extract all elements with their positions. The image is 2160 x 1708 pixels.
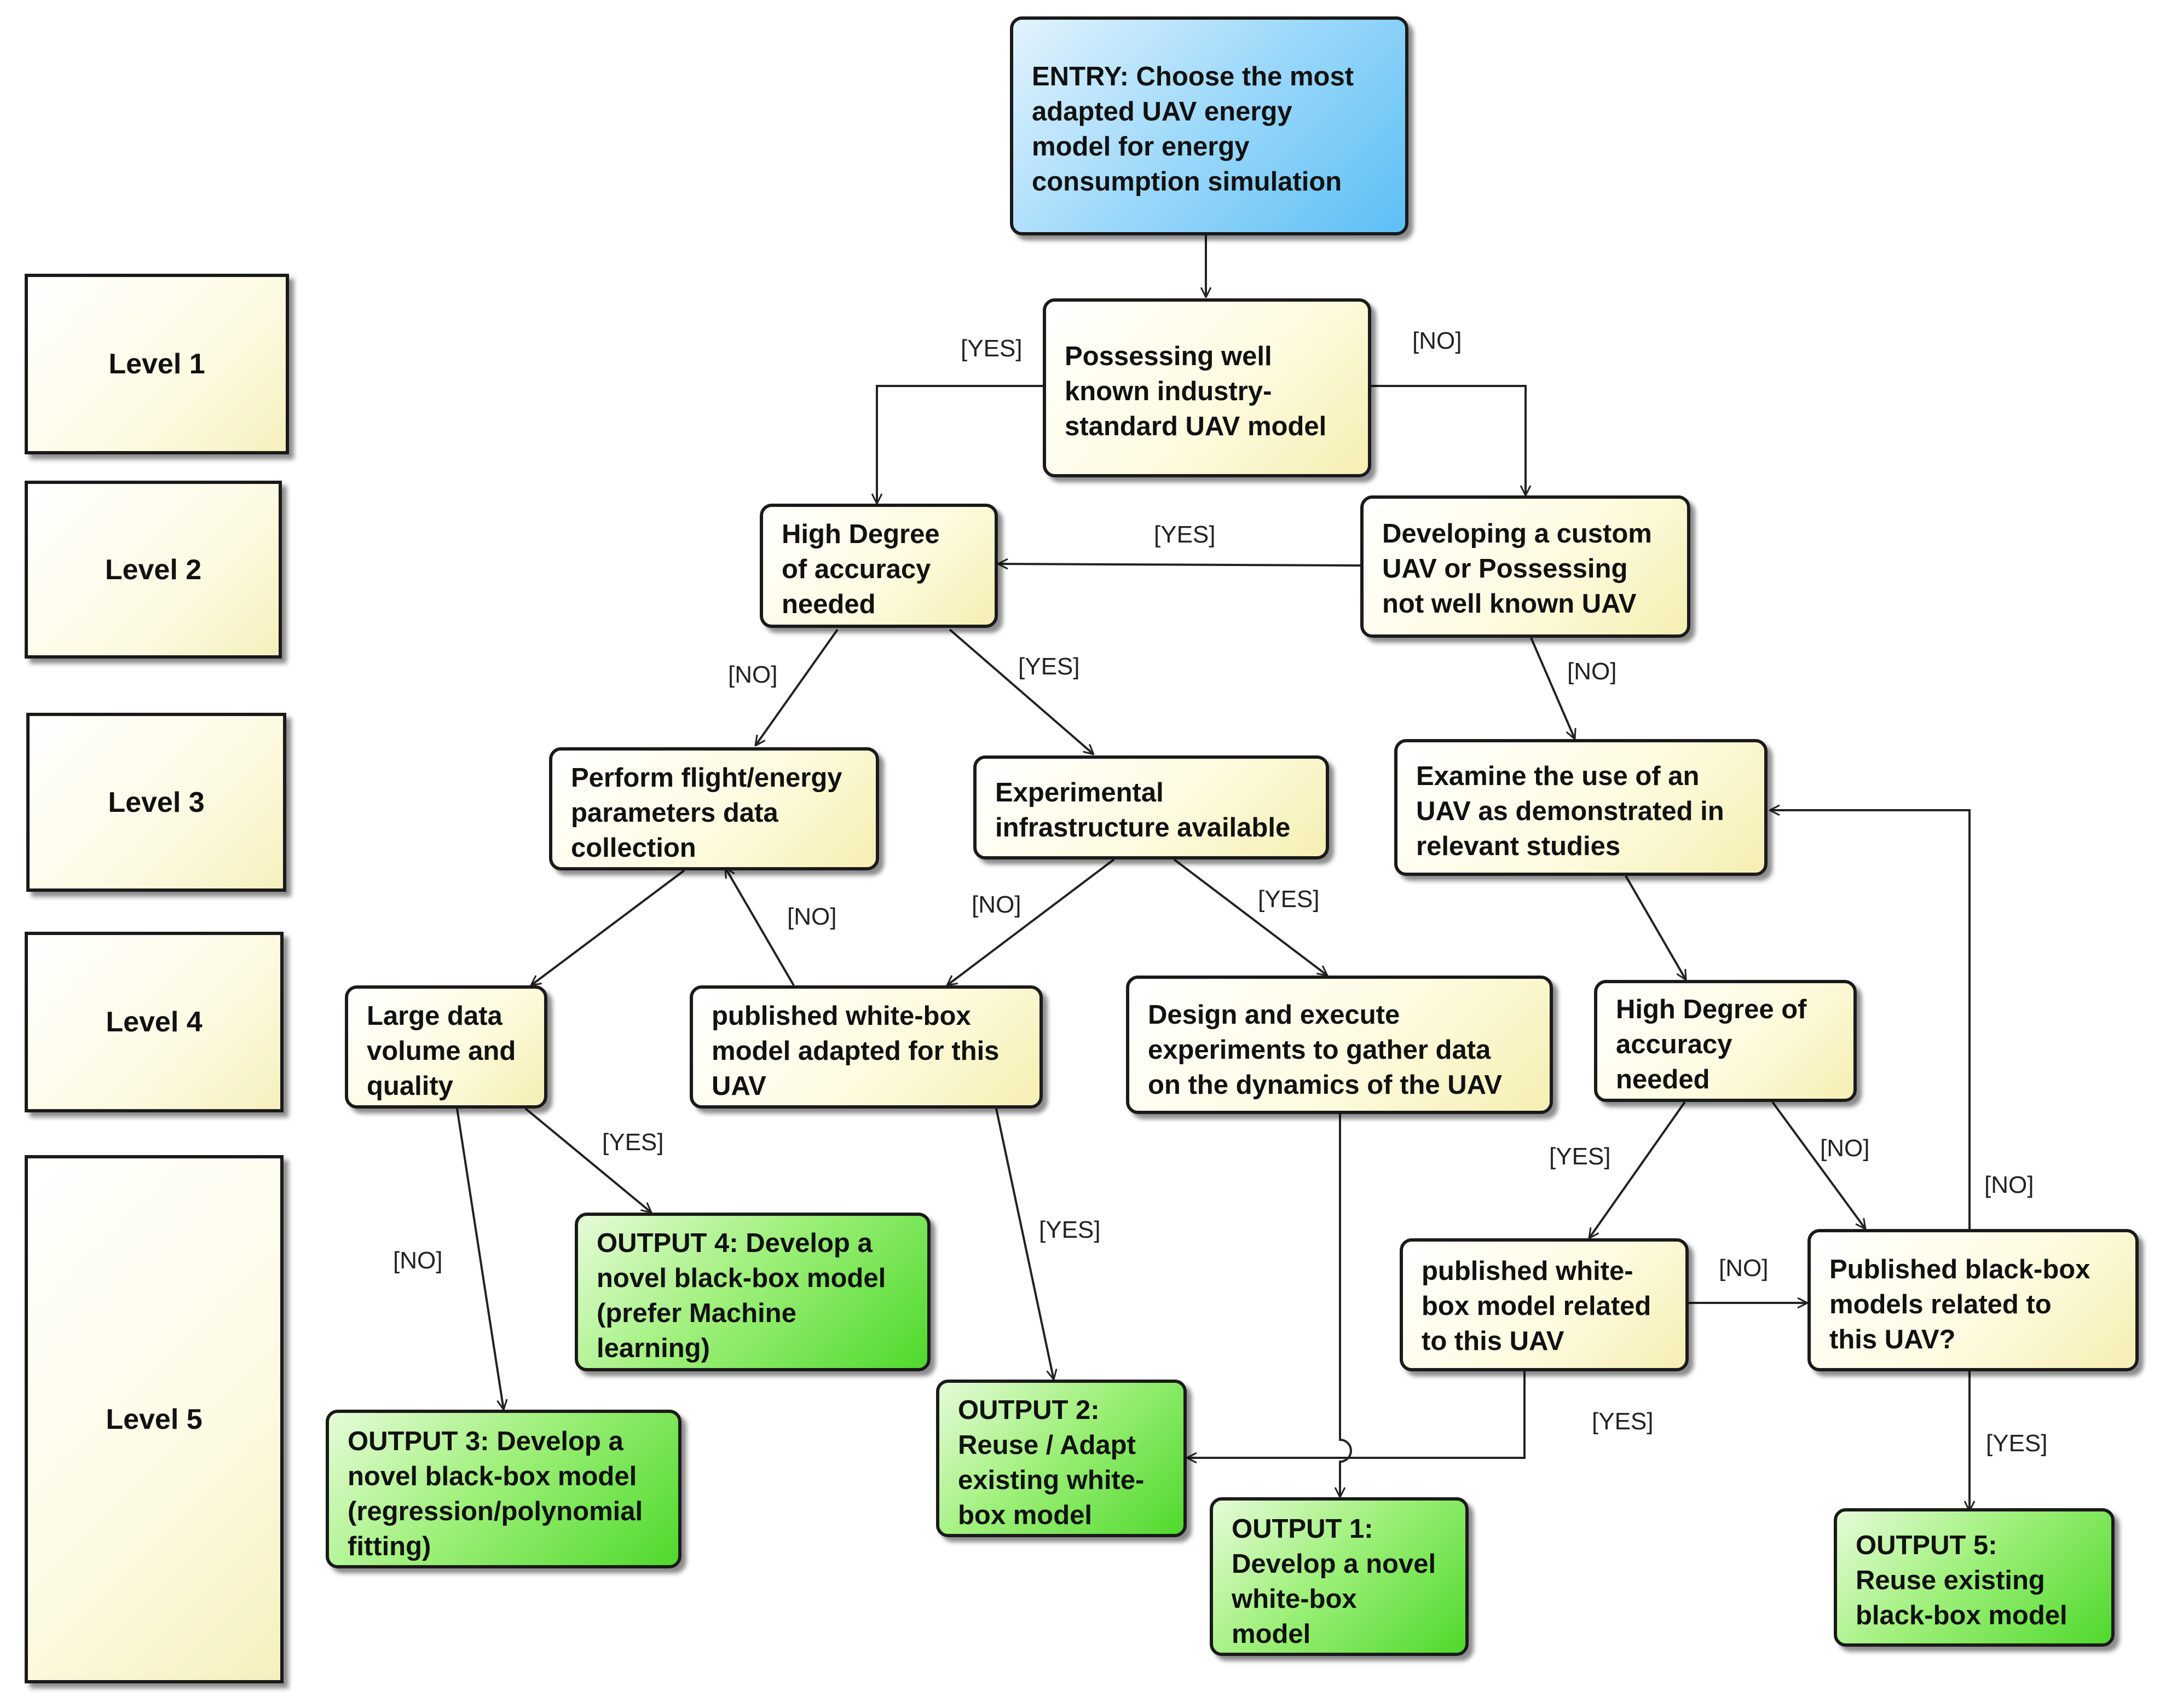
edge-label-ld-yes: [YES]	[602, 1129, 664, 1156]
edge-label-exp-no: [NO]	[972, 891, 1021, 918]
level-4: Level 4	[25, 932, 284, 1112]
decision-published-whitebox-related: published white- box model related to th…	[1400, 1238, 1689, 1371]
developing-custom-text: Developing a custom UAV or Possessing no…	[1382, 519, 1652, 619]
output-2-node: OUTPUT 2: Reuse / Adapt existing white- …	[936, 1380, 1187, 1537]
edge-whitebox-no	[724, 868, 795, 986]
high-accuracy-2-text: High Degree of accuracy needed	[1616, 995, 1807, 1094]
output-1-node: OUTPUT 1: Develop a novel white-box mode…	[1210, 1497, 1469, 1656]
edge-highacc1-no	[755, 628, 839, 746]
edge-blackbox-no	[1770, 810, 1971, 1229]
edge-largedata-yes	[524, 1107, 651, 1213]
edge-label-wba-yes: [YES]	[1039, 1216, 1101, 1243]
published-blackbox-text: Published black-box models related to th…	[1829, 1255, 2090, 1354]
output-2-text: OUTPUT 2: Reuse / Adapt existing white- …	[958, 1395, 1145, 1530]
level-3: Level 3	[26, 713, 286, 892]
level-5: Level 5	[25, 1155, 284, 1683]
edge-label-ha2-yes: [YES]	[1549, 1143, 1611, 1170]
edge-experimental-no	[947, 858, 1115, 985]
edge-examine-highacc2	[1625, 875, 1687, 980]
step-perform-data-collection: Perform flight/energy parameters data co…	[549, 747, 879, 870]
possessing-text: Possessing well known industry- standard…	[1065, 342, 1327, 441]
edge-label-ld-no: [NO]	[393, 1247, 443, 1274]
level-4-label: Level 4	[106, 1006, 203, 1038]
edge-design-output1	[1340, 1114, 1352, 1497]
step-design-experiments: Design and execute experiments to gather…	[1126, 976, 1553, 1114]
decision-large-data: Large data volume and quality	[345, 985, 547, 1109]
edge-possessing-no	[1371, 385, 1526, 495]
published-whitebox-related-text: published white- box model related to th…	[1422, 1256, 1651, 1356]
edge-largedata-no	[456, 1108, 504, 1410]
level-1-label: Level 1	[108, 348, 205, 380]
decision-high-accuracy-2: High Degree of accuracy needed	[1594, 980, 1857, 1102]
edge-label-ha1-yes: [YES]	[1018, 653, 1080, 680]
edge-label-dev-no: [NO]	[1567, 658, 1617, 685]
decision-published-whitebox-adapted: published white-box model adapted for th…	[690, 985, 1043, 1109]
output-1-text: OUTPUT 1: Develop a novel white-box mode…	[1232, 1514, 1436, 1649]
edge-experimental-yes	[1173, 858, 1327, 976]
level-2: Level 2	[25, 481, 282, 659]
edge-label-exp-yes: [YES]	[1258, 886, 1320, 913]
output-5-text: OUTPUT 5: Reuse existing black-box model	[1856, 1531, 2067, 1630]
output-3-node: OUTPUT 3: Develop a novel black-box mode…	[326, 1410, 682, 1568]
decision-high-accuracy-1: High Degree of accuracy needed	[760, 504, 998, 628]
level-2-label: Level 2	[105, 553, 202, 586]
decision-developing-custom-uav: Developing a custom UAV or Possessing no…	[1360, 495, 1690, 638]
edge-perform-largedata	[531, 869, 685, 985]
published-whitebox-adapted-text: published white-box model adapted for th…	[712, 1001, 1000, 1101]
edge-label-ha2-no: [NO]	[1820, 1135, 1870, 1162]
output-4-node: OUTPUT 4: Develop a novel black-box mode…	[575, 1213, 931, 1371]
edge-label-wbr-no: [NO]	[1719, 1255, 1769, 1282]
output-5-node: OUTPUT 5: Reuse existing black-box model	[1834, 1508, 2115, 1647]
entry-text: ENTRY: Choose the most adapted UAV energ…	[1032, 62, 1354, 197]
edge-label-dev-yes: [YES]	[1154, 521, 1216, 548]
entry-node: ENTRY: Choose the most adapted UAV energ…	[1010, 16, 1408, 235]
edge-label-wbr-yes: [YES]	[1592, 1408, 1654, 1435]
edge-label-wb-no: [NO]	[787, 903, 837, 930]
examine-use-text: Examine the use of an UAV as demonstrate…	[1416, 761, 1724, 861]
large-data-text: Large data volume and quality	[367, 1001, 516, 1101]
experimental-infra-text: Experimental infrastructure available	[995, 778, 1291, 843]
output-4-text: OUTPUT 4: Develop a novel black-box mode…	[597, 1228, 886, 1363]
edge-label-pbb-no: [NO]	[1984, 1172, 2034, 1198]
step-examine-uav-use: Examine the use of an UAV as demonstrate…	[1394, 739, 1768, 876]
level-1: Level 1	[25, 274, 289, 454]
edge-developing-no	[1530, 637, 1575, 739]
output-3-text: OUTPUT 3: Develop a novel black-box mode…	[348, 1427, 643, 1561]
decision-published-blackbox: Published black-box models related to th…	[1807, 1229, 2139, 1371]
edge-label-l1-yes: [YES]	[961, 335, 1023, 362]
perform-collection-text: Perform flight/energy parameters data co…	[571, 763, 842, 863]
decision-experimental-infrastructure: Experimental infrastructure available	[973, 755, 1329, 859]
edge-label-pbb-yes: [YES]	[1986, 1430, 2048, 1457]
edge-highacc1-yes	[949, 628, 1094, 754]
design-experiments-text: Design and execute experiments to gather…	[1148, 1000, 1503, 1100]
edge-wbrelated-yes	[1187, 1371, 1526, 1458]
high-accuracy-1-text: High Degree of accuracy needed	[782, 520, 940, 619]
edge-label-l1-no: [NO]	[1412, 327, 1462, 354]
edge-developing-yes	[998, 564, 1361, 566]
edge-highacc2-yes	[1589, 1101, 1686, 1238]
edge-highacc2-no	[1771, 1101, 1866, 1229]
edge-whitebox-yes	[995, 1108, 1054, 1380]
level-5-label: Level 5	[106, 1403, 203, 1435]
edge-label-ha1-no: [NO]	[728, 661, 778, 688]
edge-possessing-yes	[877, 385, 1043, 504]
level-3-label: Level 3	[108, 786, 205, 818]
decision-possessing-standard-model: Possessing well known industry- standard…	[1043, 298, 1371, 477]
